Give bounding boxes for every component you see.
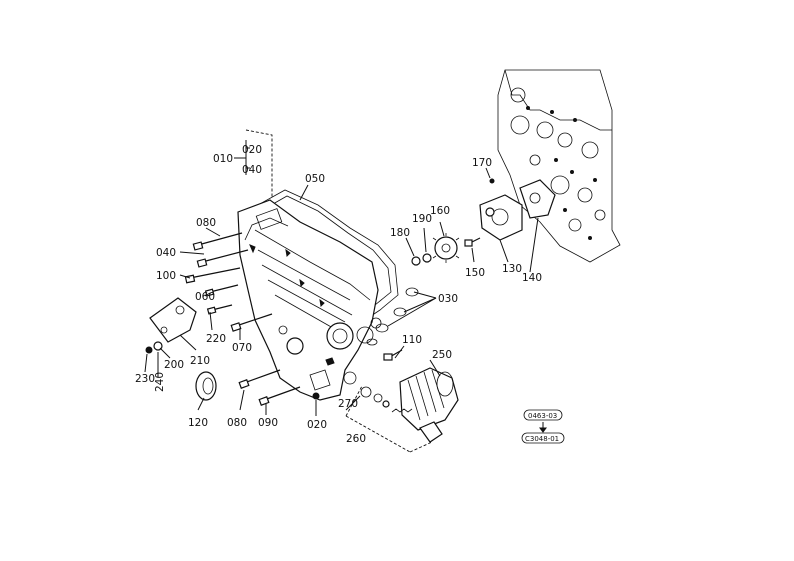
bolts-left (184, 232, 320, 406)
callout-040-kit: 040 (242, 164, 262, 176)
callout-240: 240 (154, 372, 166, 392)
callout-270: 270 (338, 398, 358, 410)
callout-090: 090 (258, 417, 278, 429)
callout-150: 150 (465, 267, 485, 279)
engine-block (497, 69, 621, 263)
callout-110: 110 (402, 334, 422, 346)
callout-160: 160 (430, 205, 450, 217)
oil-pump-assembly (411, 178, 556, 266)
o-rings-030 (366, 287, 419, 346)
callout-140: 140 (522, 272, 542, 284)
leader-lines (144, 129, 539, 453)
callout-190: 190 (412, 213, 432, 225)
callout-100: 100 (156, 270, 176, 282)
callout-180: 180 (390, 227, 410, 239)
callout-210: 210 (190, 355, 210, 367)
callout-170: 170 (472, 157, 492, 169)
callout-060: 060 (195, 291, 215, 303)
callout-010: 010 (213, 153, 233, 165)
callout-040: 040 (156, 247, 176, 259)
filter-and-relief-valve (360, 349, 459, 443)
callout-020-kit: 020 (242, 144, 262, 156)
callout-120: 120 (188, 417, 208, 429)
callout-250: 250 (432, 349, 452, 361)
ref-code-bottom: C3048-01 (525, 435, 559, 443)
callout-230: 230 (135, 373, 155, 385)
callout-260: 260 (346, 433, 366, 445)
callout-130: 130 (502, 263, 522, 275)
callout-080-bottom: 080 (227, 417, 247, 429)
callout-050: 050 (305, 173, 325, 185)
reference-codes: 0463-03 C3048-01 (521, 409, 565, 444)
ref-code-top: 0463-03 (528, 412, 557, 420)
callout-020: 020 (307, 419, 327, 431)
oil-seal-120 (195, 371, 217, 401)
callout-070: 070 (232, 342, 252, 354)
callout-labels: 010 020 040 050 080 040 100 060 220 070 … (135, 144, 542, 445)
gear-case (237, 199, 382, 401)
callout-220: 220 (206, 333, 226, 345)
cover-plate-210 (145, 297, 197, 354)
callout-200: 200 (164, 359, 184, 371)
callout-030: 030 (438, 293, 458, 305)
callout-080-top: 080 (196, 217, 216, 229)
gasket-050 (239, 189, 399, 319)
